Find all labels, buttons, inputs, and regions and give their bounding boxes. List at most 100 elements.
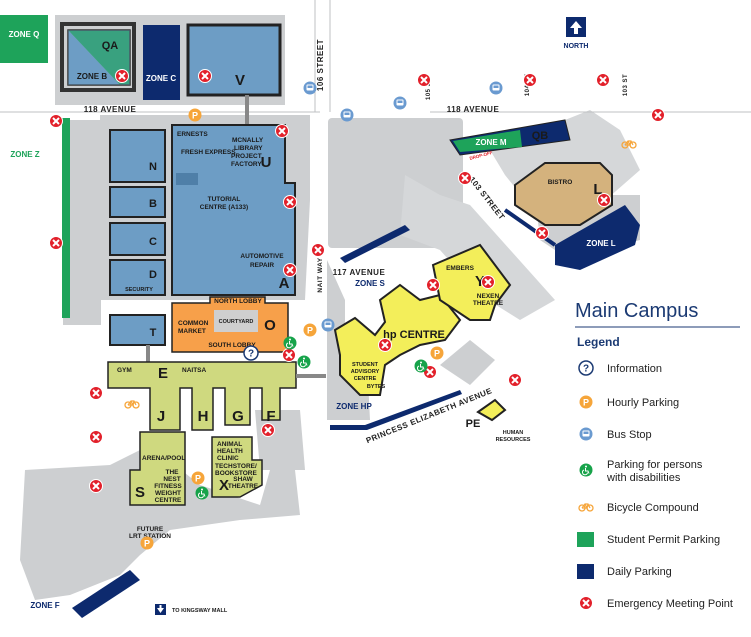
bicycle-icon (578, 503, 594, 512)
information-icon (578, 360, 594, 376)
svg-text:BISTRO: BISTRO (548, 179, 573, 186)
road-118-ave-west: 118 AVENUE (84, 105, 137, 114)
zone-b-lot (67, 29, 131, 86)
svg-text:MCNALLY: MCNALLY (232, 137, 264, 144)
svg-text:THE: THE (166, 469, 180, 476)
svg-text:FITNESS: FITNESS (154, 483, 182, 490)
building-l: BISTRO L (514, 162, 613, 226)
svg-text:TO KINGSWAY MALL: TO KINGSWAY MALL (172, 608, 228, 614)
zone-l-lot: ZONE L (555, 205, 640, 270)
svg-text:CENTRE: CENTRE (354, 376, 377, 382)
svg-text:WEIGHT: WEIGHT (155, 490, 181, 497)
svg-text:B: B (149, 198, 157, 210)
road-103-st-top: 103 ST (623, 74, 629, 96)
svg-text:U: U (261, 154, 272, 171)
legend-heading: Legend (577, 335, 620, 349)
building-b: B (109, 186, 166, 218)
building-u-a: ERNESTS FRESH EXPRESS MCNALLY LIBRARY PR… (171, 124, 296, 296)
zone-f-lot: ZONE F (30, 570, 140, 618)
building-e: GYM E NAITSA J H G F (107, 361, 297, 431)
svg-text:X: X (219, 477, 229, 494)
north-arrow: NORTH (564, 17, 589, 50)
svg-text:REPAIR: REPAIR (250, 262, 274, 269)
svg-text:QB: QB (532, 130, 549, 142)
zone-c-lot: ZONE C (143, 25, 180, 100)
future-lrt-label: FUTURE (137, 526, 164, 533)
drop-off-label: DROP-OFF (469, 150, 493, 161)
svg-text:ZONE M: ZONE M (475, 138, 506, 147)
legend-item-hourly: Hourly Parking (579, 395, 679, 409)
future-lrt-label-2: LRT STATION (129, 533, 171, 540)
svg-text:Information: Information (607, 363, 662, 375)
daily-parking-swatch (577, 564, 594, 579)
svg-text:Daily Parking: Daily Parking (607, 566, 672, 578)
svg-text:NORTH: NORTH (564, 43, 589, 50)
svg-text:NAITSA: NAITSA (182, 367, 207, 374)
svg-text:COMMON: COMMON (178, 320, 209, 327)
svg-text:NEXEN: NEXEN (477, 293, 500, 300)
svg-text:S: S (135, 484, 145, 501)
zone-m-lot: ZONE M QB (449, 119, 571, 156)
building-pe: PE HUMAN RESOURCES (466, 398, 531, 443)
road-117-avenue: 117 AVENUE (333, 268, 386, 277)
svg-text:F: F (266, 408, 275, 425)
svg-text:Y: Y (475, 273, 485, 290)
svg-text:TECHSTORE/: TECHSTORE/ (215, 463, 257, 470)
svg-text:FRESH EXPRESS: FRESH EXPRESS (181, 149, 236, 156)
svg-text:Student Permit Parking: Student Permit Parking (607, 534, 720, 546)
building-d: D SECURITY (109, 259, 166, 296)
svg-text:EMBERS: EMBERS (446, 265, 474, 272)
building-v: V (186, 23, 282, 97)
building-hp-centre: hp CENTRE STUDENT ADVISORY CENTRE BYTES (333, 283, 462, 396)
svg-text:D: D (149, 269, 157, 281)
to-kingsway: TO KINGSWAY MALL (155, 604, 228, 615)
road-106-street: 106 STREET (316, 39, 325, 91)
svg-text:C: C (149, 236, 157, 248)
svg-text:Bus Stop: Bus Stop (607, 429, 652, 441)
svg-text:SECURITY: SECURITY (125, 287, 153, 293)
map-title: Main Campus (575, 300, 698, 322)
svg-text:AUTOMOTIVE: AUTOMOTIVE (240, 253, 284, 260)
building-o: NORTH LOBBY COMMON MARKET COURTYARD O SO… (171, 296, 289, 353)
svg-text:ZONE L: ZONE L (586, 239, 615, 248)
svg-text:G: G (232, 408, 244, 425)
svg-text:TUTORIAL: TUTORIAL (208, 196, 241, 203)
svg-text:HUMAN: HUMAN (503, 430, 523, 436)
svg-text:RESOURCES: RESOURCES (496, 437, 531, 443)
emergency-meeting-icon (578, 595, 594, 611)
zone-z-lot: ZONE Z (10, 118, 70, 318)
svg-text:NORTH LOBBY: NORTH LOBBY (214, 298, 262, 305)
hourly-parking-icon (579, 395, 593, 409)
svg-text:MARKET: MARKET (178, 328, 206, 335)
svg-text:STUDENT: STUDENT (352, 362, 379, 368)
svg-text:L: L (593, 181, 602, 198)
svg-text:ADVISORY: ADVISORY (351, 369, 380, 375)
legend-item-student-permit: Student Permit Parking (577, 532, 720, 547)
svg-text:T: T (150, 327, 157, 339)
student-permit-swatch (577, 532, 594, 547)
zone-hp-lot: ZONE HP (330, 390, 462, 430)
roads (0, 0, 751, 113)
svg-text:PE: PE (466, 418, 481, 430)
road-princess-elizabeth: PRINCESS ELIZABETH AVENUE (365, 386, 494, 445)
svg-text:ANIMAL: ANIMAL (217, 441, 242, 448)
svg-text:E: E (158, 365, 168, 382)
legend: Information Hourly Parking Bus Stop Park… (577, 360, 733, 611)
legend-item-bicycle: Bicycle Compound (578, 502, 699, 514)
svg-text:ERNESTS: ERNESTS (177, 131, 208, 138)
svg-text:ARENA/POOL: ARENA/POOL (142, 455, 185, 462)
svg-text:PROJECT: PROJECT (231, 153, 262, 160)
bus-stop-icon (579, 427, 593, 441)
svg-text:ZONE C: ZONE C (146, 74, 176, 83)
svg-text:HEALTH: HEALTH (217, 448, 243, 455)
svg-text:ZONE HP: ZONE HP (336, 402, 372, 411)
svg-text:O: O (264, 317, 276, 334)
legend-item-bus: Bus Stop (579, 427, 652, 441)
svg-text:N: N (149, 161, 157, 173)
legend-item-emergency: Emergency Meeting Point (578, 595, 733, 611)
svg-text:A: A (279, 275, 290, 292)
svg-text:with disabilities: with disabilities (606, 472, 681, 484)
zone-q-lot: ZONE Q (0, 15, 48, 63)
svg-text:V: V (235, 72, 245, 89)
